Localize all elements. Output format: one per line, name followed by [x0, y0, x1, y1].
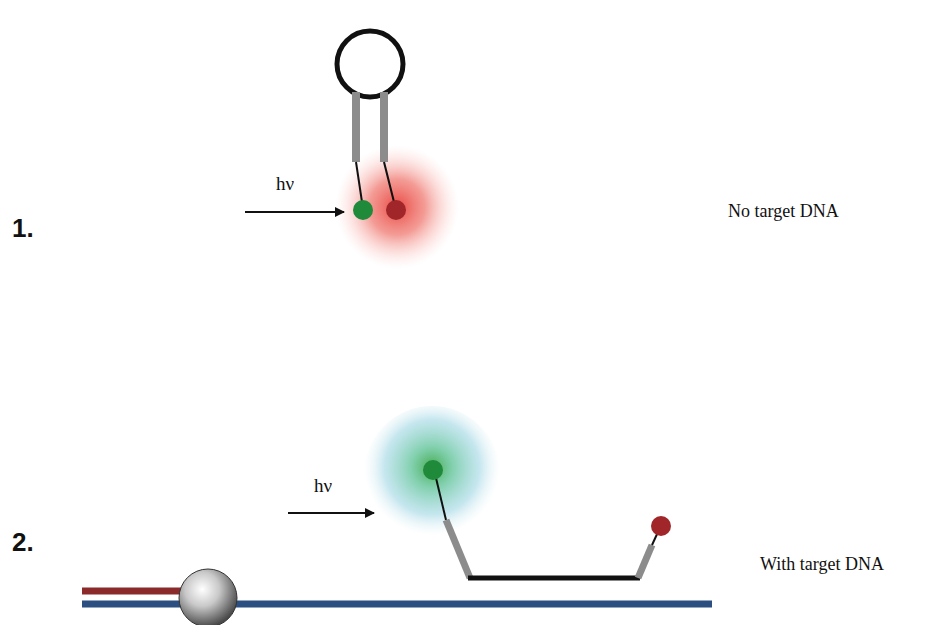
linker	[436, 478, 446, 520]
red-fluorescence	[335, 145, 459, 269]
light-arrow	[245, 211, 344, 213]
quencher	[651, 516, 671, 536]
stem-arm	[380, 92, 388, 162]
condition-label: No target DNA	[728, 202, 839, 222]
stem-arm	[446, 520, 470, 578]
green-fluorescence	[364, 406, 500, 542]
linker	[356, 162, 362, 202]
condition-label: With target DNA	[760, 555, 884, 575]
target-dna	[82, 601, 712, 608]
primer-strand	[82, 588, 185, 595]
polymerase-sphere	[179, 569, 237, 625]
stem-arm	[638, 545, 652, 578]
panel-number: 2.	[12, 528, 34, 557]
light-label: hν	[314, 476, 332, 497]
light-label: hν	[276, 174, 294, 195]
light-arrow	[288, 512, 374, 514]
panel-number: 1.	[12, 214, 34, 243]
probe-loop	[337, 31, 403, 97]
stem-arm	[352, 92, 360, 162]
probe-loop-open	[468, 576, 640, 581]
linker	[384, 162, 394, 202]
quencher	[386, 200, 406, 220]
fluorophore	[353, 200, 373, 220]
fluorophore	[423, 460, 443, 480]
